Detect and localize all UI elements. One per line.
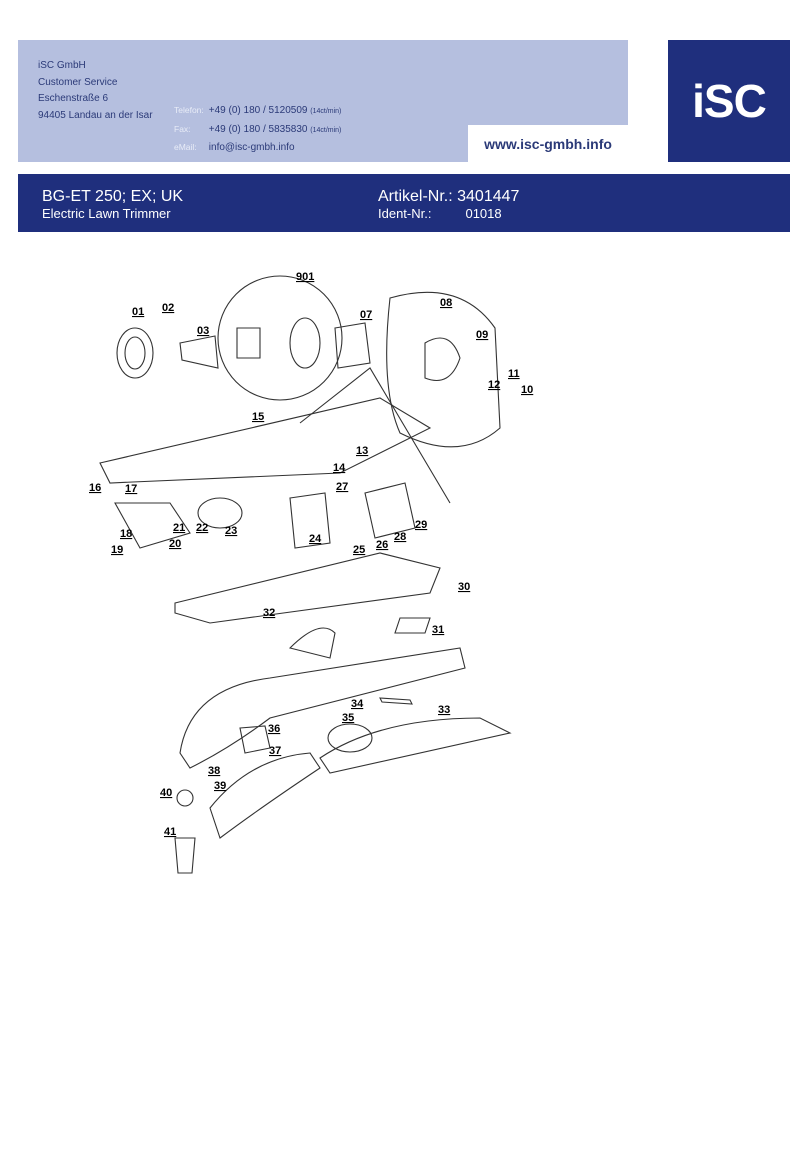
department: Customer Service — [38, 76, 118, 88]
part-label-36: 36 — [268, 723, 280, 735]
ident-number: Ident-Nr.:01018 — [378, 206, 502, 221]
part-label-03: 03 — [197, 325, 209, 337]
part-label-25: 25 — [353, 544, 365, 556]
part-label-12: 12 — [488, 379, 500, 391]
company-name: iSC GmbH — [38, 60, 86, 71]
phone-row: Telefon: +49 (0) 180 / 5120509 (14ct/min… — [174, 105, 342, 116]
website-link[interactable]: www.isc-gmbh.info — [468, 125, 628, 162]
exploded-parts-diagram: 901 01 02 03 07 08 09 11 12 10 15 13 14 … — [89, 271, 533, 874]
part-label-14: 14 — [333, 462, 346, 474]
product-title-band: BG-ET 250; EX; UK Electric Lawn Trimmer … — [18, 174, 790, 232]
part-label-16: 16 — [89, 482, 101, 494]
part-label-19: 19 — [111, 544, 123, 556]
part-label-30: 30 — [458, 581, 470, 593]
part-label-23: 23 — [225, 525, 237, 537]
part-label-11: 11 — [508, 368, 520, 380]
part-label-20: 20 — [169, 538, 181, 550]
part-label-29: 29 — [415, 519, 427, 531]
part-label-01: 01 — [132, 306, 144, 318]
phone-number[interactable]: +49 (0) 180 / 5120509 — [208, 105, 308, 116]
part-label-17: 17 — [125, 483, 137, 495]
article-number: Artikel-Nr.: 3401447 — [378, 188, 520, 205]
email-link[interactable]: info@isc-gmbh.info — [208, 142, 295, 153]
part-label-34: 34 — [351, 698, 364, 710]
part-label-41: 41 — [164, 826, 176, 838]
city: 94405 Landau an der Isar — [38, 109, 153, 121]
part-label-07: 07 — [360, 309, 372, 321]
model-name: BG-ET 250; EX; UK — [42, 188, 184, 205]
header-band: iSC GmbH Customer Service Eschenstraße 6… — [18, 40, 628, 162]
part-label-02: 02 — [162, 302, 174, 314]
contact-info: Telefon: +49 (0) 180 / 5120509 (14ct/min… — [174, 102, 341, 157]
street: Eschenstraße 6 — [38, 93, 109, 104]
part-label-33: 33 — [438, 704, 450, 716]
part-label-39: 39 — [214, 780, 226, 792]
part-label-13: 13 — [356, 445, 368, 457]
email-row: eMail: info@isc-gmbh.info — [174, 142, 295, 153]
part-label-15: 15 — [252, 411, 264, 423]
part-label-28: 28 — [394, 531, 406, 543]
isc-logo: iSC — [668, 40, 790, 162]
part-label-18: 18 — [120, 528, 132, 540]
product-type: Electric Lawn Trimmer — [42, 206, 171, 221]
part-label-35: 35 — [342, 712, 354, 724]
company-address: iSC GmbH Customer Service Eschenstraße 6… — [38, 58, 153, 124]
part-label-31: 31 — [432, 624, 444, 636]
part-label-37: 37 — [269, 745, 281, 757]
part-label-26: 26 — [376, 539, 388, 551]
part-label-09: 09 — [476, 329, 488, 341]
part-label-38: 38 — [208, 765, 220, 777]
part-label-24: 24 — [309, 533, 322, 545]
fax-number: +49 (0) 180 / 5835830 — [208, 123, 308, 135]
part-label-27: 27 — [336, 481, 348, 493]
part-label-40: 40 — [160, 787, 172, 799]
part-label-22: 22 — [196, 522, 208, 534]
part-label-32: 32 — [263, 607, 275, 619]
part-label-08: 08 — [440, 297, 452, 309]
part-label-21: 21 — [173, 522, 185, 534]
part-label-901: 901 — [296, 271, 314, 283]
part-label-10: 10 — [521, 384, 533, 396]
fax-row: Fax: +49 (0) 180 / 5835830 (14ct/min) — [174, 123, 342, 135]
